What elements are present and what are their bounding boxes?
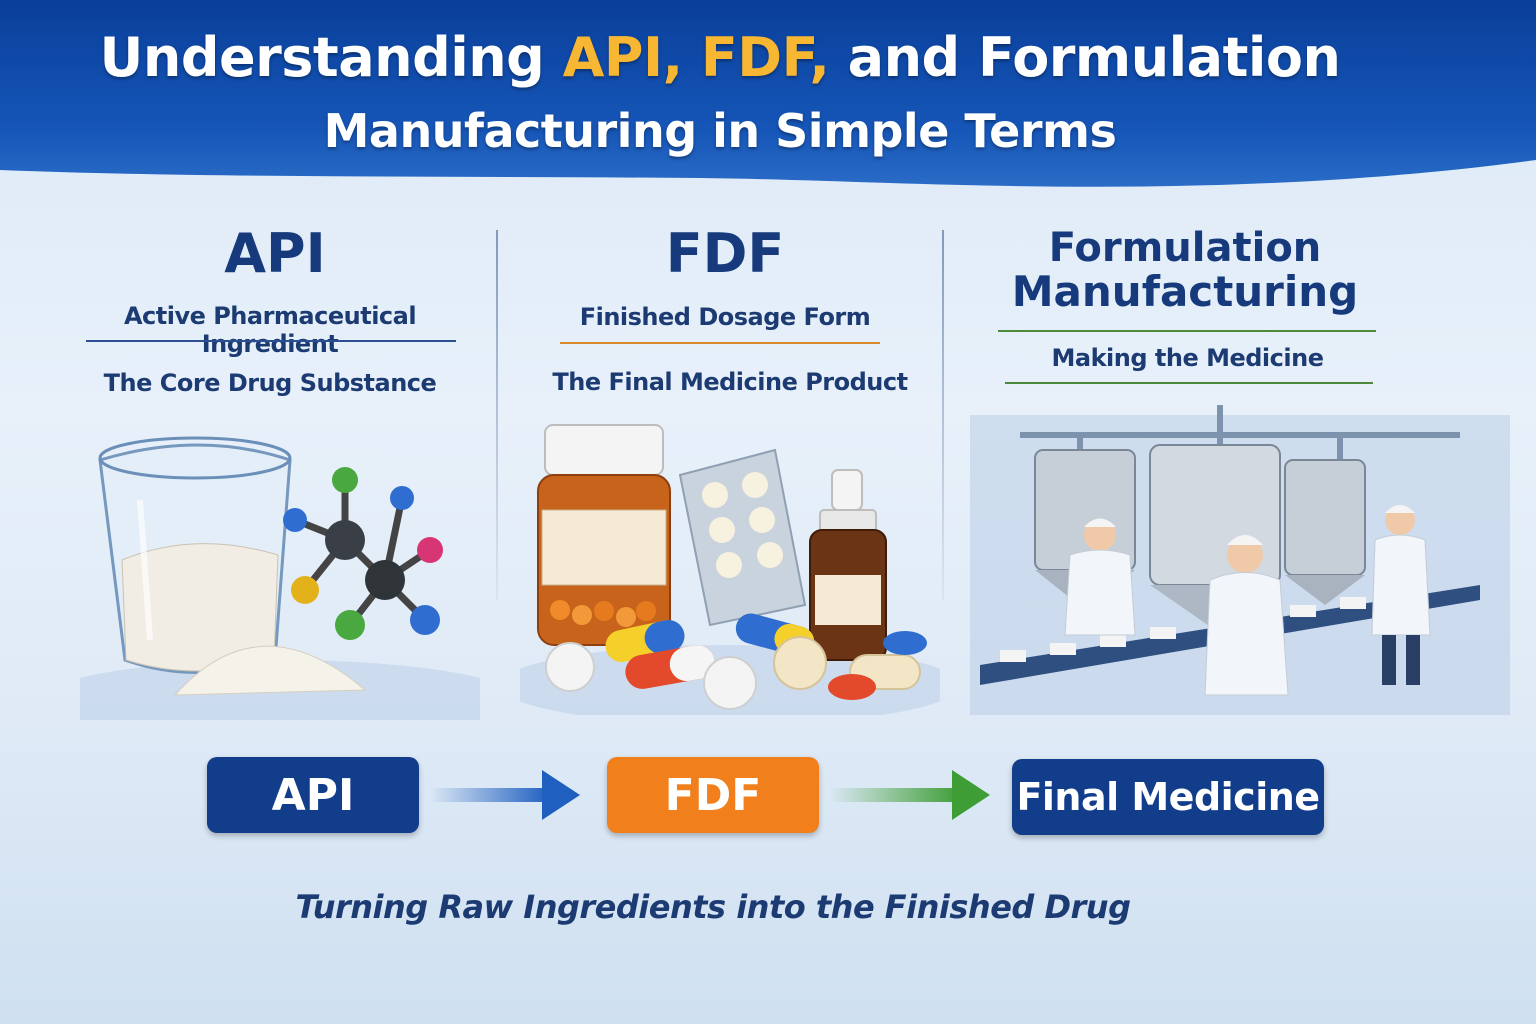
formulation-rule-bottom	[1005, 382, 1373, 384]
formulation-heading: Formulation Manufacturing	[1000, 226, 1370, 314]
fdf-subtitle: Finished Dosage Form	[579, 303, 871, 331]
header-background	[0, 0, 1536, 187]
formulation-rule-top	[998, 330, 1376, 332]
column-divider	[496, 230, 498, 600]
pill-bottle-icon	[537, 424, 671, 646]
capsules-icon	[545, 613, 927, 710]
column-divider	[942, 230, 944, 600]
tagline: Turning Raw Ingredients into the Finishe…	[295, 888, 1131, 926]
arrow-right-icon	[830, 770, 990, 820]
flow-step-final-medicine: Final Medicine	[1012, 759, 1324, 835]
fdf-rule	[560, 342, 880, 344]
dropper-bottle-icon	[809, 469, 887, 661]
header-banner: Understanding API, FDF, and Formulation …	[0, 0, 1536, 200]
fdf-heading: FDF	[665, 222, 785, 285]
api-rule	[86, 340, 456, 342]
fdf-illustration	[520, 424, 940, 715]
arrow-right-icon	[430, 770, 580, 820]
flow-step-api: API	[207, 757, 419, 833]
formulation-heading-line2: Manufacturing	[1011, 267, 1359, 316]
factory-illustration	[970, 405, 1510, 715]
beaker-icon	[98, 436, 292, 674]
page-title: Understanding API, FDF, and Formulation	[99, 26, 1341, 89]
blister-pack-icon	[678, 448, 807, 627]
api-heading: API	[224, 222, 326, 285]
worker-icon	[1064, 518, 1136, 636]
flow-step-fdf: FDF	[607, 757, 819, 833]
powder-pile-icon	[173, 645, 367, 696]
api-subtitle: Active Pharmaceutical Ingredient	[123, 302, 417, 358]
api-description: The Core Drug Substance	[103, 369, 437, 397]
worker-icon	[1371, 505, 1431, 685]
title-highlight: API, FDF,	[562, 26, 830, 89]
fdf-description: The Final Medicine Product	[552, 368, 908, 396]
formulation-heading-line1: Formulation	[1048, 225, 1322, 271]
api-illustration	[80, 436, 480, 720]
page-title-line2: Manufacturing in Simple Terms	[323, 104, 1117, 158]
formulation-subtitle: Making the Medicine	[1051, 344, 1324, 372]
worker-icon	[1204, 535, 1289, 696]
